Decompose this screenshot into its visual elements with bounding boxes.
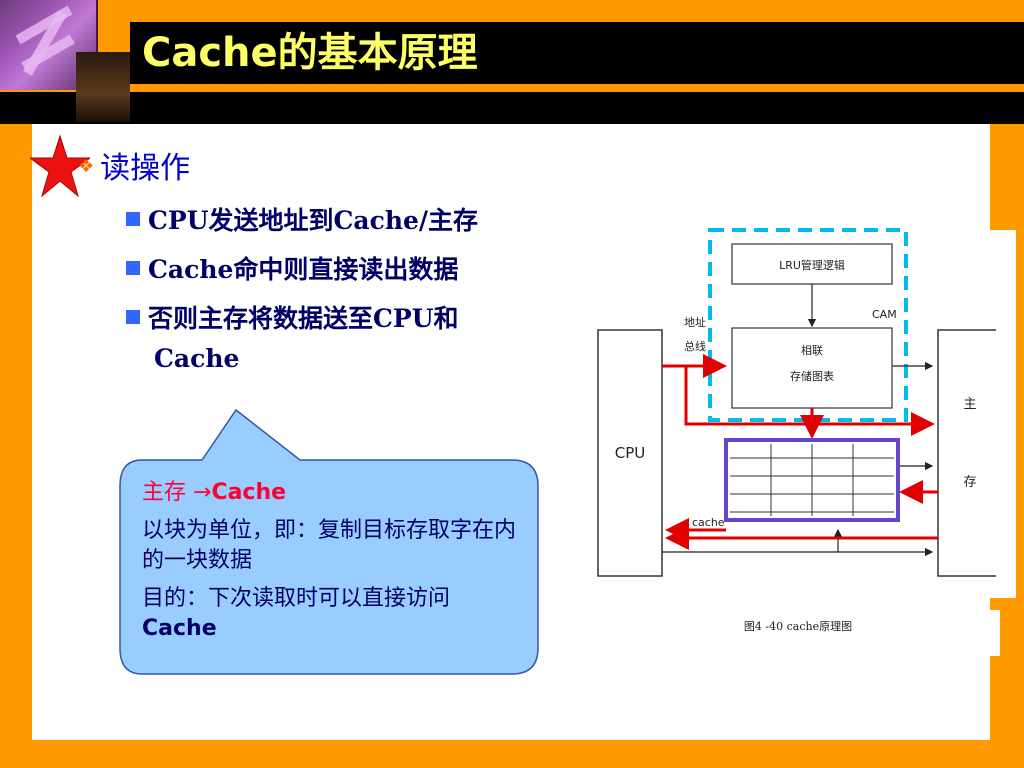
- callout-para-2: 目的：下次读取时可以直接访问 Cache: [142, 584, 522, 644]
- diagram-caption: 图4 -40 cache原理图: [743, 620, 853, 633]
- cache-label: cache: [692, 516, 725, 529]
- address-bus-label-2: 总线: [684, 339, 706, 353]
- sub-item-text: Cache命中则直接读出数据: [148, 255, 459, 284]
- content-extension-2: [988, 610, 1000, 656]
- square-bullet-icon: [126, 212, 140, 226]
- diamond-bullet-icon: ❖: [78, 156, 95, 177]
- main-memory-label-2: 存: [963, 475, 976, 490]
- lru-box: [731, 243, 893, 285]
- sub-item-text: 否则主存将数据送至CPU和: [148, 304, 459, 333]
- sub-item-3: 否则主存将数据送至CPU和: [126, 302, 459, 336]
- callout-bubble: [119, 408, 539, 675]
- associative-memory-box: [731, 327, 893, 409]
- callout-para-1: 以块为单位，即：复制目标存取字在内的一块数据: [142, 518, 517, 573]
- callout-header-bold: Cache: [211, 480, 287, 505]
- sub-item-3-continued: Cache: [154, 344, 240, 373]
- square-bullet-icon: [126, 261, 140, 275]
- page-title: Cache的基本原理: [142, 30, 478, 76]
- figurine-image: [76, 52, 130, 122]
- square-bullet-icon: [126, 310, 140, 324]
- star-icon: [30, 134, 90, 198]
- main-bullet: ❖读操作: [78, 148, 190, 188]
- address-bus-label-1: 地址: [684, 315, 706, 329]
- cpu-block: [597, 329, 663, 577]
- title-underline-band: [0, 92, 1024, 124]
- sub-item-text: CPU发送地址到Cache/主存: [148, 206, 479, 235]
- logo-image: [0, 0, 98, 90]
- address-to-memory-arrow: [684, 366, 935, 436]
- callout-para-2-bold: Cache: [142, 616, 217, 641]
- sub-item-2: Cache命中则直接读出数据: [126, 253, 458, 287]
- main-memory-label-1: 主: [963, 397, 976, 412]
- callout-para-2-prefix: 目的：下次读取时可以直接访问: [142, 586, 451, 611]
- title-bar: [130, 22, 1024, 84]
- callout-header-prefix: 主存 →: [142, 480, 212, 505]
- lru-label: LRU管理逻辑: [779, 258, 845, 272]
- callout-text: 主存 →Cache 以块为单位，即：复制目标存取字在内的一块数据 目的：下次读取…: [142, 478, 522, 652]
- associative-label-1: 相联: [801, 344, 823, 357]
- associative-label-2: 存储图表: [790, 369, 834, 383]
- cpu-label: CPU: [615, 444, 646, 462]
- cam-label: CAM: [872, 308, 897, 321]
- main-bullet-text: 读操作: [100, 151, 191, 186]
- sub-item-1: CPU发送地址到Cache/主存: [126, 204, 478, 238]
- callout-header: 主存 →Cache: [142, 478, 522, 508]
- cache-diagram: CPU 主 存 CAM LRU管理逻辑 相联 存储图表 地址 总线 cache: [597, 228, 996, 577]
- cache-grid: [730, 444, 894, 516]
- main-memory-block: [937, 329, 996, 577]
